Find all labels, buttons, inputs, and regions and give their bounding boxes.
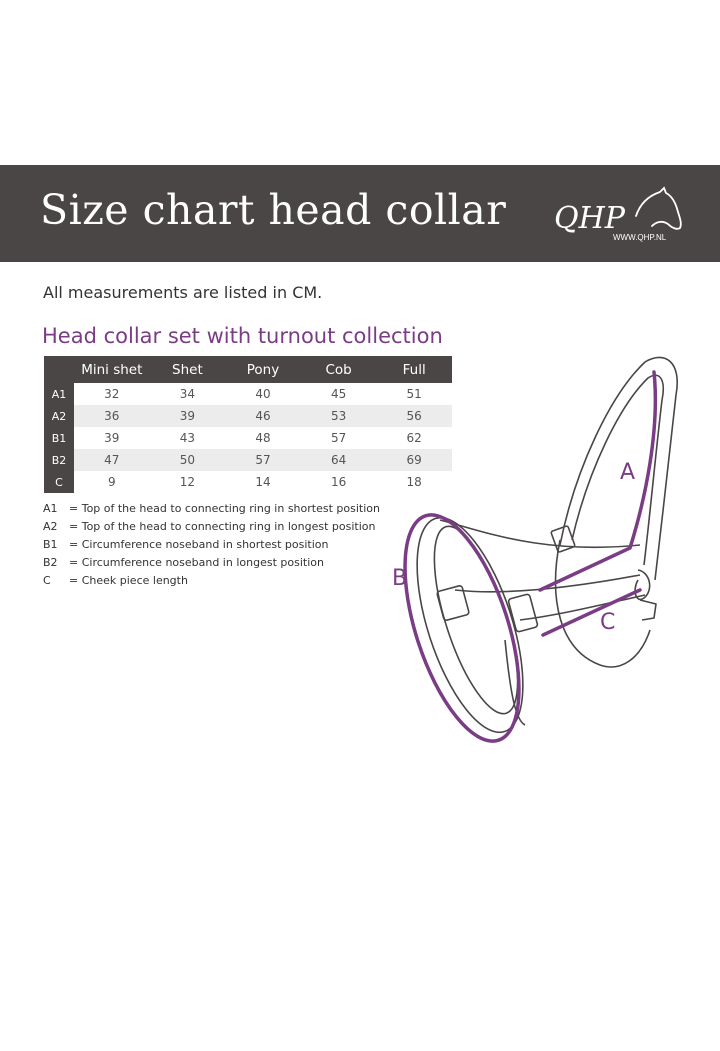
table-cell: 43 [179, 431, 196, 445]
horse-head-icon [635, 186, 682, 230]
table-cell: 47 [74, 449, 150, 471]
table-cell: 39 [149, 405, 226, 427]
table-cell: 9 [107, 475, 116, 489]
head-collar-illustration [403, 356, 678, 743]
table-cell: 57 [225, 449, 301, 471]
table-cell: 32 [104, 387, 120, 401]
legend-item: B1 = Circumference noseband in shortest p… [43, 536, 380, 554]
legend-text: = Circumference noseband in longest posi… [69, 556, 324, 569]
legend-item: A2 = Top of the head to connecting ring i… [43, 518, 380, 536]
table-cell: 34 [179, 387, 196, 401]
row-label: B1 [44, 427, 74, 449]
page-title: Size chart head collar [40, 186, 507, 234]
crown-strap [559, 356, 678, 581]
legend-code: A2 [43, 520, 58, 533]
table-row: C 9 12 14 16 18 [44, 471, 452, 493]
noseband-buckle [436, 585, 470, 621]
column-header: Cob [300, 356, 377, 383]
legend-code: C [43, 574, 51, 587]
cheek-buckle [507, 593, 539, 633]
logo-url: WWW.QHP.NL [613, 233, 667, 242]
measurement-note: All measurements are listed in CM. [43, 283, 323, 302]
column-header: Pony [225, 356, 301, 383]
legend-code: B1 [43, 538, 58, 551]
table-corner-cell [44, 356, 74, 383]
measure-line-c [541, 588, 642, 637]
table-cell: 64 [300, 449, 377, 471]
legend: A1 = Top of the head to connecting ring i… [43, 500, 380, 590]
size-table: Mini shet Shet Pony Cob Full A1 32 34 40… [44, 356, 452, 493]
legend-text: = Circumference noseband in shortest pos… [69, 538, 329, 551]
table-cell: 45 [330, 387, 347, 401]
table-cell: 40 [255, 387, 271, 401]
table-cell: 39 [104, 431, 120, 445]
table-cell: 56 [376, 405, 452, 427]
cheek-strap-mid [454, 574, 641, 593]
table-cell: 48 [255, 431, 271, 445]
table-cell: 50 [149, 449, 226, 471]
noseband-outer [416, 516, 524, 734]
column-header: Full [376, 356, 452, 383]
table-row: A1 32 34 40 45 51 [44, 383, 452, 405]
table-cell: 12 [179, 475, 196, 489]
cheek-strap-low [519, 594, 646, 621]
table-header-row: Mini shet Shet Pony Cob Full [44, 356, 452, 383]
table-cell: 14 [255, 475, 271, 489]
measure-line-a [538, 370, 658, 592]
chin-strap [504, 639, 526, 726]
qhp-logo: QHP [554, 186, 682, 236]
table-cell: 53 [300, 405, 377, 427]
legend-code: B2 [43, 556, 58, 569]
legend-item: B2 = Circumference noseband in longest po… [43, 554, 380, 572]
diagram-label-a: A [620, 460, 636, 485]
column-header: Mini shet [74, 356, 150, 383]
ring-clip [639, 599, 657, 621]
row-label: A2 [44, 405, 74, 427]
table-cell: 51 [406, 387, 422, 401]
legend-item: C = Cheek piece length [43, 572, 380, 590]
table-cell: 62 [406, 431, 422, 445]
diagram-label-b: B [392, 566, 408, 591]
table-row: B1 39 43 48 57 62 [44, 427, 452, 449]
table-row: A2 36 39 46 53 56 [44, 405, 452, 427]
legend-text: = Cheek piece length [69, 574, 188, 587]
legend-code: A1 [43, 502, 58, 515]
legend-text: = Top of the head to connecting ring in … [69, 520, 376, 533]
row-label: C [44, 471, 74, 493]
column-header: Shet [149, 356, 226, 383]
legend-item: A1 = Top of the head to connecting ring i… [43, 500, 380, 518]
table-cell: 16 [330, 475, 347, 489]
header-banner [0, 165, 720, 262]
table-cell: 69 [376, 449, 452, 471]
table-cell: 57 [330, 431, 347, 445]
table-row: B2 47 50 57 64 69 [44, 449, 452, 471]
section-title: Head collar set with turnout collection [42, 324, 443, 348]
connecting-ring [634, 569, 651, 601]
table-cell: 18 [406, 475, 422, 489]
measure-line-b [403, 513, 521, 743]
diagram-label-c: C [600, 610, 616, 635]
logo-text: QHP [554, 201, 626, 236]
crown-buckle [550, 525, 576, 553]
row-label: B2 [44, 449, 74, 471]
crown-strap-inner [571, 374, 664, 566]
table-cell: 36 [74, 405, 150, 427]
legend-text: = Top of the head to connecting ring in … [69, 502, 380, 515]
row-label: A1 [44, 383, 74, 405]
table-cell: 46 [225, 405, 301, 427]
